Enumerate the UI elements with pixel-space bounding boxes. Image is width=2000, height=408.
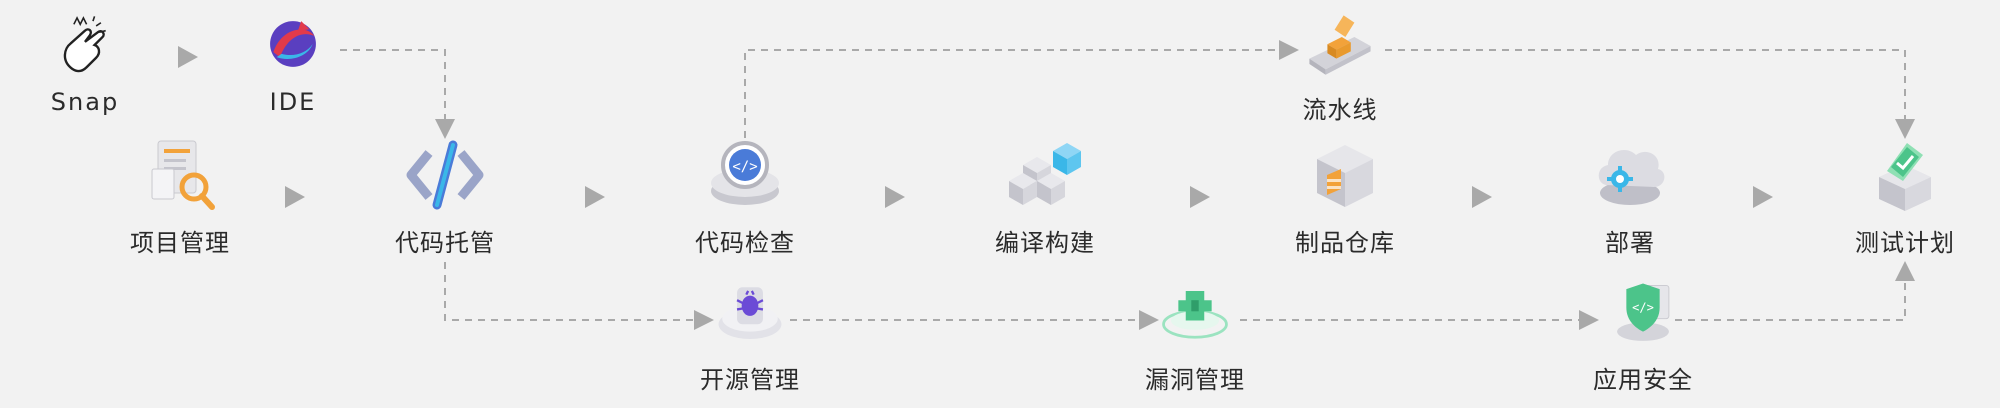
node-ide[interactable]: IDE: [208, 8, 378, 116]
flow-arrow: [1472, 186, 1492, 208]
node-label: 编译构建: [995, 229, 1095, 257]
flow-arrow: [1190, 186, 1210, 208]
shield-code-icon: </>: [1617, 283, 1670, 341]
connector-code-hosting-to-open-source: [444, 262, 714, 330]
node-application-security[interactable]: </> 应用安全: [1558, 278, 1728, 395]
ide-logo-icon: [270, 21, 316, 67]
node-artifact-repository[interactable]: 制品仓库: [1260, 135, 1430, 258]
node-test-plan[interactable]: 测试计划: [1820, 135, 1990, 258]
flow-arrow: [585, 186, 605, 208]
cloud-gear-icon: [1598, 150, 1665, 205]
connector-code-check-to-pipeline: [744, 40, 1299, 138]
node-code-check[interactable]: </> 代码检查: [660, 135, 830, 258]
checklist-box-icon: [1879, 143, 1931, 211]
code-brackets-icon: [406, 140, 484, 210]
node-snap[interactable]: Snap: [0, 10, 170, 116]
node-pipeline[interactable]: 流水线: [1255, 10, 1425, 125]
node-deploy[interactable]: 部署: [1545, 135, 1715, 258]
code-scan-icon: </>: [711, 141, 779, 205]
svg-text:</>: </>: [1632, 300, 1654, 314]
svg-text:</>: </>: [732, 159, 757, 175]
finger-snap-icon: [63, 16, 106, 73]
node-project-management[interactable]: 项目管理: [95, 135, 265, 258]
node-label: Snap: [50, 88, 120, 116]
connector-ide-to-code-hosting: [340, 49, 455, 139]
node-label: 制品仓库: [1295, 229, 1395, 257]
flow-arrow: [1753, 186, 1773, 208]
node-label: 漏洞管理: [1145, 366, 1245, 394]
node-code-hosting[interactable]: 代码托管: [360, 135, 530, 258]
connector-pipeline-to-test-plan: [1385, 49, 1915, 139]
node-label: 流水线: [1302, 96, 1378, 124]
flow-arrow: [178, 46, 198, 68]
node-label: 代码托管: [395, 229, 495, 257]
document-magnifier-icon: [151, 140, 215, 210]
node-compile-build[interactable]: 编译构建: [960, 135, 1130, 258]
node-label: IDE: [269, 88, 317, 116]
flow-arrow: [285, 186, 305, 208]
vulnerability-icon: [1162, 290, 1228, 339]
node-label: 部署: [1605, 229, 1655, 257]
node-label: 项目管理: [130, 229, 230, 257]
flow-arrow: [885, 186, 905, 208]
conveyor-icon: [1309, 15, 1371, 75]
node-label: 开源管理: [700, 366, 800, 394]
node-vulnerability-management[interactable]: 漏洞管理: [1110, 278, 1280, 395]
node-label: 测试计划: [1855, 229, 1955, 257]
blocks-icon: [1009, 143, 1081, 205]
node-label: 代码检查: [695, 229, 795, 257]
bug-scan-icon: [718, 287, 782, 340]
connector-app-security-to-test-plan: [1675, 261, 1915, 321]
node-label: 应用安全: [1593, 366, 1693, 394]
storage-box-icon: [1317, 145, 1373, 207]
node-open-source-management[interactable]: 开源管理: [665, 278, 835, 395]
